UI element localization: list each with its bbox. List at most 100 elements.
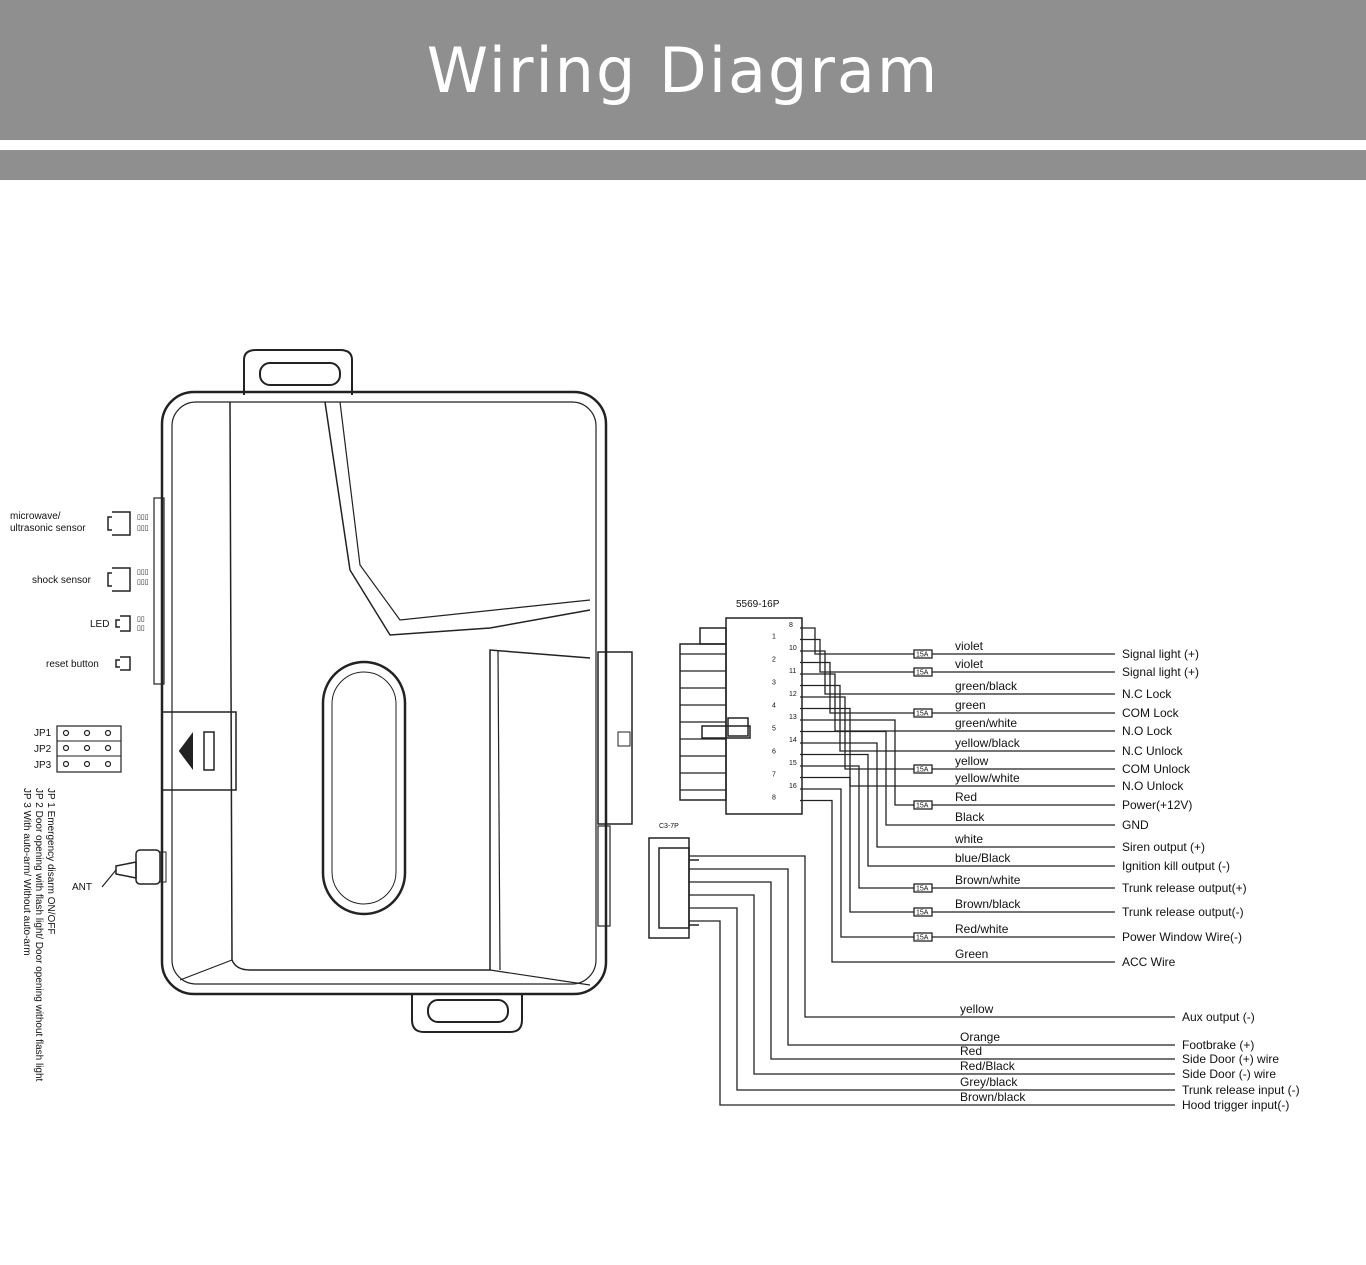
wire-color-label: yellow/black	[955, 736, 1021, 750]
shock-sensor-plug	[107, 567, 131, 592]
wire-function-label: COM Lock	[1122, 706, 1180, 720]
wire-function-label: Aux output (-)	[1182, 1010, 1255, 1024]
svg-text:▯▯: ▯▯	[137, 616, 145, 623]
module-oval-window	[321, 660, 407, 916]
wire-color-label: Red/Black	[960, 1059, 1016, 1073]
fuse-icon	[913, 883, 933, 893]
fuse-label: 15A	[916, 670, 929, 677]
wire-function-label: N.O Unlock	[1122, 779, 1184, 793]
pin-number: 1	[772, 634, 776, 641]
fuse-label: 15A	[916, 803, 929, 810]
wire-16p	[800, 696, 1115, 770]
svg-text:▯▯▯: ▯▯▯	[137, 514, 149, 521]
pin-number: 3	[772, 680, 776, 687]
wire-16p	[800, 638, 1115, 673]
pin-number: 14	[789, 737, 797, 744]
side-latch	[161, 711, 237, 791]
module-right-port	[597, 651, 633, 825]
pin-number: 10	[789, 645, 797, 652]
wire-color-label: Brown/white	[955, 873, 1021, 887]
wire-16p	[800, 742, 1115, 848]
module-left-port-strip	[153, 497, 165, 685]
wire-small	[689, 855, 1175, 1018]
fuse-label: 15A	[916, 652, 929, 659]
pin-number: 12	[789, 691, 797, 698]
wire-function-label: Siren output (+)	[1122, 840, 1205, 854]
wire-color-label: Red	[960, 1044, 982, 1058]
fuse-icon	[913, 932, 933, 942]
fuse-label: 15A	[916, 711, 929, 718]
wire-function-label: ACC Wire	[1122, 955, 1176, 969]
wire-small	[689, 907, 1175, 1091]
wire-16p	[800, 684, 1115, 752]
wire-color-label: Red	[955, 790, 977, 804]
wire-color-label: yellow/white	[955, 771, 1020, 785]
wire-color-label: Orange	[960, 1030, 1000, 1044]
led-label: LED	[90, 619, 109, 630]
shock-sensor-label: shock sensor	[32, 575, 92, 586]
wire-function-label: Trunk release output(+)	[1122, 881, 1247, 895]
pin-number: 13	[789, 714, 797, 721]
wire-function-label: Signal light (+)	[1122, 665, 1199, 679]
wire-color-label: Brown/black	[955, 897, 1021, 911]
page-title: Wiring Diagram	[426, 33, 940, 107]
pin-number: 2	[772, 657, 776, 664]
bottom-tab-slot	[427, 999, 509, 1023]
pin-number: 16	[789, 783, 797, 790]
wire-function-label: Side Door (+) wire	[1182, 1052, 1279, 1066]
pin-number: 6	[772, 749, 776, 756]
wire-function-label: N.C Unlock	[1122, 744, 1184, 758]
wire-small	[689, 894, 1175, 1075]
wire-color-label: Grey/black	[960, 1075, 1018, 1089]
antenna-connector	[135, 849, 161, 885]
wire-16p	[800, 765, 1115, 889]
bottom-mounting-tab	[411, 995, 523, 1033]
wire-16p	[800, 799, 1115, 963]
wire-function-label: Trunk release input (-)	[1182, 1083, 1300, 1097]
fuse-label: 15A	[916, 935, 929, 942]
header-bar: Wiring Diagram	[0, 0, 1366, 140]
jumper-block	[56, 725, 122, 773]
pin-number: 5	[772, 726, 776, 733]
wire-16p	[800, 661, 1115, 714]
header-divider-bar	[0, 150, 1366, 180]
microwave-sensor-plug	[107, 511, 131, 536]
wire-color-label: yellow	[960, 1002, 994, 1016]
fuse-icon	[913, 907, 933, 917]
svg-text:▯▯: ▯▯	[137, 625, 145, 632]
wire-function-label: Trunk release output(-)	[1122, 905, 1244, 919]
wire-color-label: Black	[955, 810, 985, 824]
fuse-icon	[913, 667, 933, 677]
fuse-icon	[913, 764, 933, 774]
wiring-diagram: ▯▯▯ ▯▯▯ ▯▯▯ ▯▯▯ ▯▯ ▯▯ microwave/ ultrasonic…	[10, 349, 1300, 1112]
wire-function-label: Hood trigger input(-)	[1182, 1098, 1289, 1112]
wire-small	[689, 920, 1175, 1106]
wire-function-label: GND	[1122, 818, 1149, 832]
microwave-sensor-label-2: ultrasonic sensor	[10, 523, 86, 534]
reset-button-label: reset button	[46, 659, 99, 670]
pin-number: 15	[789, 760, 797, 767]
jumper-label-jp1: JP1	[34, 728, 52, 739]
jumper-label-jp3: JP3	[34, 760, 52, 771]
wire-16p	[800, 719, 1115, 806]
wire-function-label: Ignition kill output (-)	[1122, 859, 1230, 873]
svg-text:▯▯▯: ▯▯▯	[137, 525, 149, 532]
module-body	[160, 390, 608, 996]
wire-color-label: yellow	[955, 754, 989, 768]
wire-16p	[800, 776, 1115, 913]
antenna-label: ANT	[72, 882, 92, 893]
wire-small	[689, 868, 1175, 1046]
wire-function-label: Power Window Wire(-)	[1122, 930, 1242, 944]
fuse-icon	[913, 708, 933, 718]
jumper-note-1: JP 1 Emergency disarm ON/OFF	[45, 788, 56, 935]
fuse-label: 15A	[916, 767, 929, 774]
fuse-label: 15A	[916, 886, 929, 893]
jumper-note-3: JP 3 With auto-arm/ Without auto-arm	[21, 788, 32, 956]
svg-text:▯▯▯: ▯▯▯	[137, 569, 149, 576]
wire-function-label: Side Door (-) wire	[1182, 1067, 1276, 1081]
wire-function-label: N.C Lock	[1122, 687, 1172, 701]
svg-text:▯▯▯: ▯▯▯	[137, 579, 149, 586]
wire-color-label: Red/white	[955, 922, 1009, 936]
microwave-sensor-label-1: microwave/	[10, 511, 61, 522]
jumper-label-jp2: JP2	[34, 744, 52, 755]
